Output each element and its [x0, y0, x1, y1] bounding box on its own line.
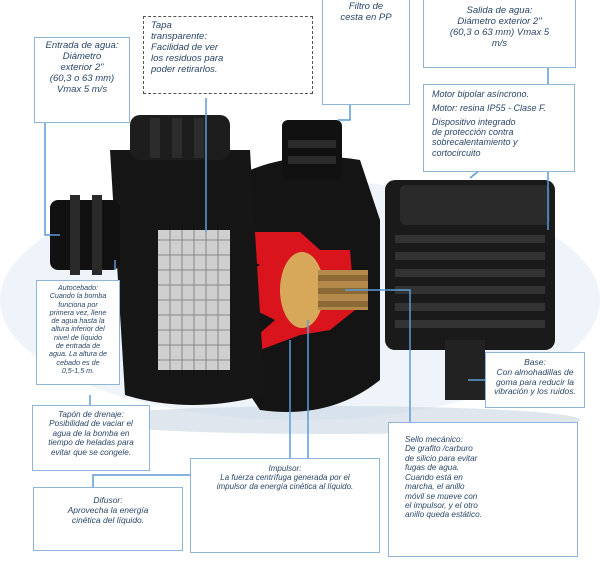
sello-line-6: marcha, el anillo [405, 482, 465, 492]
callout-difusor: Difusor: Aprovecha la energía cinética d… [33, 487, 183, 551]
pump-housing [232, 120, 380, 412]
salida-line-4: m/s [491, 37, 508, 49]
autocebado-line-11: 0,5-1,5 m. [61, 365, 95, 375]
autocebado-line-3: funciona por [58, 299, 98, 309]
filtro-line-2: cesta en PP [340, 11, 392, 23]
difusor-line-2: Aprovecha la energía [67, 504, 149, 515]
impulsor-line-2: La fuerza centrífuga generada por el [220, 473, 350, 483]
motor [385, 180, 555, 400]
motor-line-1: Motor bipolar asíncrono. [432, 89, 530, 99]
sello-line-3: de silicio para evitar [405, 453, 478, 463]
tapa-line-2: transparente: [151, 30, 207, 42]
motor-line-6: cortocircuito [432, 147, 481, 158]
callout-autocebado: Autocebado: Cuando la bomba funciona por… [36, 280, 120, 385]
entrada-line-3: exterior 2" [60, 61, 104, 73]
tapon-line-2: Posibilidad de vaciar el [49, 419, 133, 429]
autocebado-line-2: Cuando la bomba [49, 291, 107, 301]
callout-base: Base: Con almohadillas de goma para redu… [485, 352, 585, 408]
callout-tapa: Tapa transparente: Facilidad de ver los … [143, 16, 313, 94]
sello-line-4: fugas de agua. [405, 463, 460, 473]
base-line-2: Con almohadillas de [496, 366, 574, 377]
tapa-line-5: poder retirarlos. [151, 63, 218, 75]
tapon-line-4: tiempo de heladas para [48, 438, 134, 448]
tapa-line-1: Tapa [151, 20, 172, 31]
strainer-housing [50, 115, 265, 405]
motor-line-2: Motor: resina IP55 - Clase F. [432, 103, 546, 114]
entrada-line-2: Diámetro [62, 50, 102, 62]
callout-salida: Salida de agua: Diámetro exterior 2" (60… [423, 0, 576, 68]
sello-line-2: De grafito /carburo [405, 444, 473, 454]
base-line-1: Base: [524, 357, 546, 367]
tapa-line-4: los residuos para [151, 52, 224, 64]
autocebado-line-5: de agua hasta la [51, 316, 105, 326]
difusor-line-3: cinética del líquido. [71, 514, 145, 525]
tapon-line-3: agua de la bomba en [52, 428, 130, 438]
entrada-line-4: (60,3 o 63 mm) [49, 72, 115, 84]
base-line-3: goma para reducir la [496, 376, 574, 387]
salida-line-2: Diámetro exterior 2" [457, 15, 542, 27]
sello-line-7: móvil se mueve con [405, 491, 478, 501]
autocebado-line-9: agua. La altura de [49, 349, 107, 359]
autocebado-line-7: nivel de líquido [54, 332, 102, 342]
tapa-line-3: Facilidad de ver [151, 41, 219, 53]
motor-line-3: Dispositivo integrado [432, 116, 516, 127]
filtro-line-1: Filtro de [348, 1, 384, 12]
entrada-line-5: Vmax 5 m/s [56, 83, 108, 95]
callout-motor: Motor bipolar asíncrono. Motor: resina I… [423, 84, 575, 172]
autocebado-line-8: de entrada de [55, 340, 101, 350]
autocebado-line-6: altura inferior del [51, 324, 105, 334]
callout-filtro: Filtro de cesta en PP [322, 0, 410, 105]
callout-sello: Sello mecánico: De grafito /carburo de s… [388, 422, 578, 557]
autocebado-line-1: Autocebado: [57, 283, 99, 292]
autocebado-line-10: cebado es de [56, 357, 100, 367]
salida-line-3: (60,3 o 63 mm) Vmax 5 [449, 26, 550, 38]
sello-line-9: anillo queda estático. [405, 510, 482, 520]
callout-tapon: Tapón de drenaje: Posibilidad de vaciar … [32, 405, 150, 471]
entrada-line-1: Entrada de agua: [45, 40, 119, 51]
sello-line-8: el impulsor, y el otro [405, 500, 478, 510]
sello-line-5: Cuando está en [405, 472, 463, 482]
base-line-4: vibración y los ruidos. [494, 386, 576, 397]
impulsor-line-1: Impulsor: [268, 464, 302, 473]
impulsor-line-3: impulsor da energía cinética al líquido. [216, 482, 354, 492]
motor-line-5: sobrecalentamiento y [432, 137, 518, 148]
autocebado-line-4: primera vez, llene [49, 307, 107, 317]
sello-line-1: Sello mecánico: [405, 435, 463, 444]
callout-impulsor: Impulsor: La fuerza centrífuga generada … [190, 458, 380, 553]
tapon-line-1: Tapón de drenaje: [58, 410, 124, 419]
salida-line-1: Salida de agua: [466, 5, 533, 16]
callout-entrada: Entrada de agua: Diámetro exterior 2" (6… [34, 37, 130, 123]
tapon-line-5: evitar que se congele. [50, 447, 132, 457]
motor-line-4: de protección contra [432, 127, 514, 138]
difusor-line-1: Difusor: [93, 495, 123, 505]
